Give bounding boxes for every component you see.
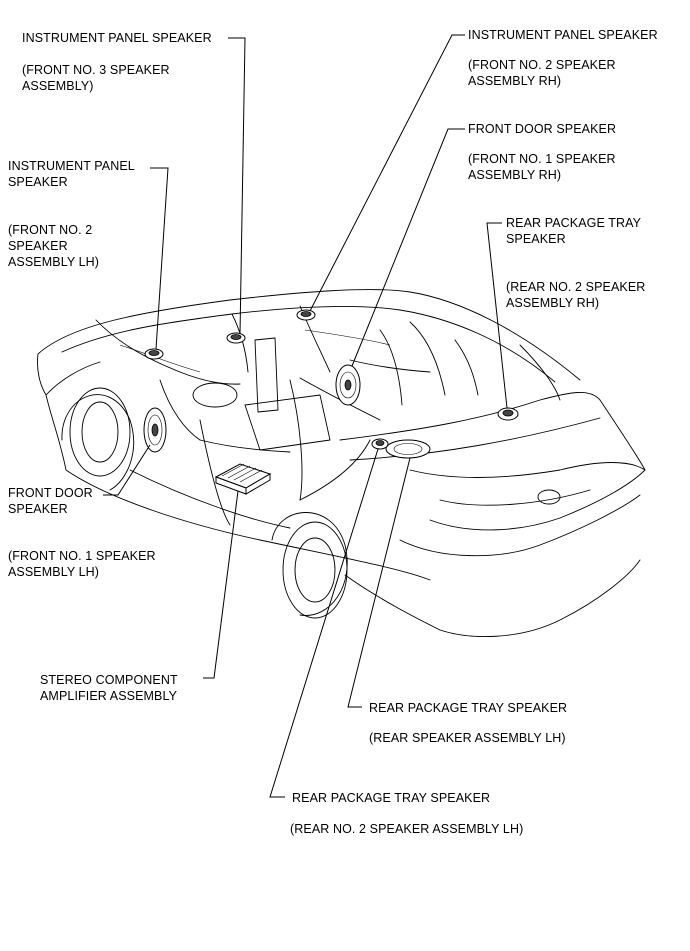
label-front-door-speaker-lh-sub: (FRONT NO. 1 SPEAKER ASSEMBLY LH) — [8, 549, 156, 579]
label-rear-tray-speaker-rh-title: REAR PACKAGE TRAY SPEAKER — [506, 216, 642, 246]
label-ip-speaker-no2-lh-title: INSTRUMENT PANEL SPEAKER — [8, 159, 135, 189]
ip-speaker-lh — [144, 348, 164, 360]
rear-tray-speaker-rh — [497, 407, 519, 421]
label-ip-speaker-no2-rh-title: INSTRUMENT PANEL SPEAKER — [468, 28, 658, 42]
label-ip-speaker-no3-title: INSTRUMENT PANEL SPEAKER — [22, 31, 212, 45]
label-rear-tray-speaker-lh-title: REAR PACKAGE TRAY SPEAKER — [369, 701, 568, 715]
label-rear-tray-speaker-lh-sub: (REAR SPEAKER ASSEMBLY LH) — [369, 731, 566, 745]
rear-tray-speaker-lh — [371, 438, 431, 459]
front-door-speaker-lh — [143, 407, 167, 453]
stereo-amplifier — [214, 463, 272, 495]
ip-speaker-center — [226, 332, 246, 344]
label-ip-speaker-no3-sub: (FRONT NO. 3 SPEAKER ASSEMBLY) — [22, 63, 170, 93]
label-rear-tray-speaker-no2-lh-sub: (REAR NO. 2 SPEAKER ASSEMBLY LH) — [290, 822, 524, 836]
car-outline — [37, 289, 646, 638]
label-ip-speaker-no2-rh-sub: (FRONT NO. 2 SPEAKER ASSEMBLY RH) — [468, 58, 616, 88]
label-ip-speaker-no2-lh-sub: (FRONT NO. 2 SPEAKER ASSEMBLY LH) — [8, 223, 100, 269]
label-rear-tray-speaker-rh-sub: (REAR NO. 2 SPEAKER ASSEMBLY RH) — [506, 280, 646, 310]
label-amplifier-title: STEREO COMPONENT AMPLIFIER ASSEMBLY — [40, 673, 178, 703]
label-front-door-speaker-rh-sub: (FRONT NO. 1 SPEAKER ASSEMBLY RH) — [468, 152, 616, 182]
ip-speaker-rh — [296, 309, 316, 321]
leader-lines — [103, 34, 508, 798]
label-front-door-speaker-lh-title: FRONT DOOR SPEAKER — [8, 486, 93, 516]
label-front-door-speaker-rh-title: FRONT DOOR SPEAKER — [468, 122, 617, 136]
front-door-speaker-rh — [335, 364, 361, 406]
label-rear-tray-speaker-no2-lh-title: REAR PACKAGE TRAY SPEAKER — [292, 791, 491, 805]
